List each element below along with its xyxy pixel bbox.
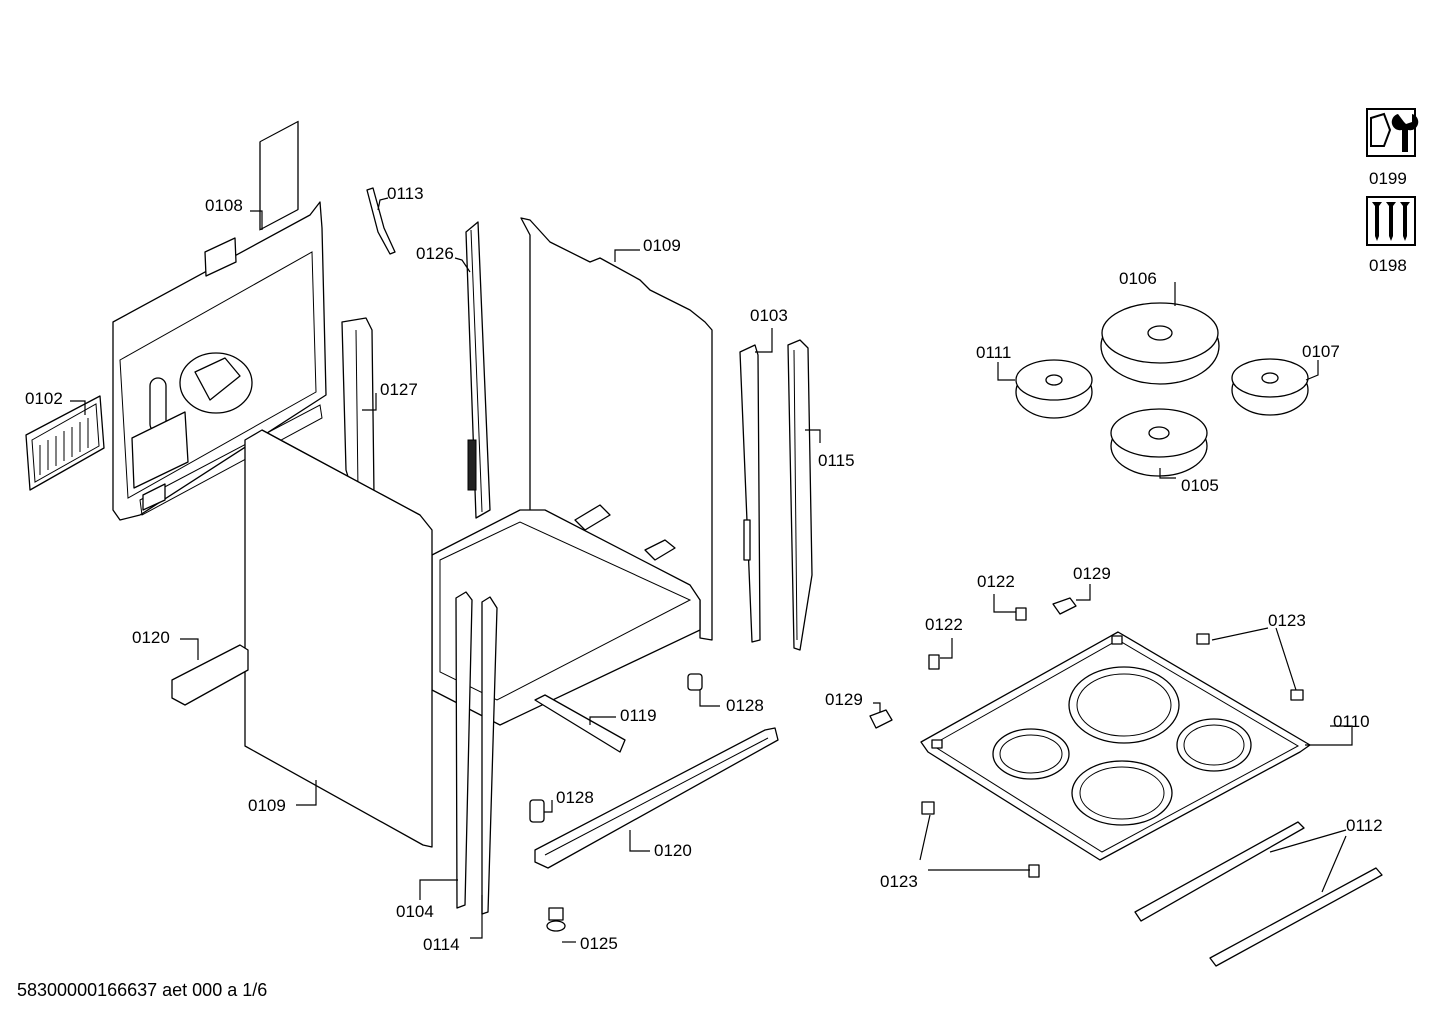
vent-grille-part xyxy=(25,395,105,491)
label-0109: 0109 xyxy=(643,236,681,255)
leader-lines xyxy=(70,197,1353,943)
clip-part-8 xyxy=(1028,864,1040,878)
label-0113: 0113 xyxy=(387,184,424,203)
label-0102: 0102 xyxy=(25,389,63,408)
rear-rail-part xyxy=(739,344,761,643)
cooktop-part xyxy=(920,631,1311,861)
bracket-part xyxy=(366,187,396,255)
label-0126: 0126 xyxy=(416,244,454,263)
clip-part xyxy=(687,673,703,691)
base-rail-left-part xyxy=(171,644,249,706)
label-0128-lower: 0128 xyxy=(556,788,594,807)
label-0123: 0123 xyxy=(1268,611,1306,630)
label-0198: 0198 xyxy=(1369,256,1407,275)
label-0106: 0106 xyxy=(1119,269,1157,288)
wrench-nut-icon xyxy=(1366,108,1419,157)
label-0128: 0128 xyxy=(726,696,764,715)
label-0110: 0110 xyxy=(1333,712,1370,731)
label-0109-front: 0109 xyxy=(248,796,286,815)
front-rail-part xyxy=(341,317,375,496)
label-0123-lower: 0123 xyxy=(880,872,918,891)
label-0127: 0127 xyxy=(380,380,418,399)
label-0120-right: 0120 xyxy=(654,841,692,860)
clip-part-5 xyxy=(1196,633,1210,645)
label-0199: 0199 xyxy=(1369,169,1407,188)
hotplate-large-part xyxy=(1100,302,1220,385)
base-rail-right-part xyxy=(534,727,779,869)
label-0114: 0114 xyxy=(423,935,460,954)
label-0103: 0103 xyxy=(750,306,788,325)
label-0104: 0104 xyxy=(396,902,434,921)
clip-part-4 xyxy=(928,654,940,670)
back-panel-part xyxy=(112,120,327,521)
side-panel-part xyxy=(431,217,713,753)
label-0120: 0120 xyxy=(132,628,170,647)
side-panel-front-part xyxy=(244,429,433,848)
part-labels: 0108 0102 0113 0126 0127 0109 0103 0115 … xyxy=(25,169,1407,954)
label-0112: 0112 xyxy=(1346,816,1383,835)
screws-icon xyxy=(1366,196,1416,246)
label-0115: 0115 xyxy=(818,451,855,470)
label-0125: 0125 xyxy=(580,934,618,953)
label-0129-lower: 0129 xyxy=(825,690,863,709)
label-0119: 0119 xyxy=(620,706,657,725)
label-0107: 0107 xyxy=(1302,342,1340,361)
clip-part-6 xyxy=(1290,689,1304,701)
hotplate-small-part xyxy=(1015,359,1093,419)
foot-part xyxy=(546,907,566,932)
clip-part-2 xyxy=(529,799,545,823)
hotplate-small-part-2 xyxy=(1231,358,1309,416)
front-post-part xyxy=(455,591,473,909)
front-post-part-2 xyxy=(481,596,498,915)
bracket-part-2 xyxy=(1052,597,1077,615)
label-0105: 0105 xyxy=(1181,476,1219,495)
trim-strip-part-2 xyxy=(1209,867,1383,967)
label-0108: 0108 xyxy=(205,196,243,215)
hotplate-medium-part xyxy=(1110,408,1208,477)
label-0122: 0122 xyxy=(977,572,1015,591)
label-0122-lower: 0122 xyxy=(925,615,963,634)
rear-rail-part-2 xyxy=(787,339,813,651)
bracket-part-3 xyxy=(869,709,893,729)
clip-part-3 xyxy=(1015,607,1027,621)
side-rail-part xyxy=(465,221,491,519)
clip-part-7 xyxy=(921,801,935,815)
trim-strip-part xyxy=(1134,821,1305,922)
label-0129: 0129 xyxy=(1073,564,1111,583)
document-footer-code: 58300000166637 aet 000 a 1/6 xyxy=(17,980,268,1000)
label-0111: 0111 xyxy=(976,343,1011,362)
